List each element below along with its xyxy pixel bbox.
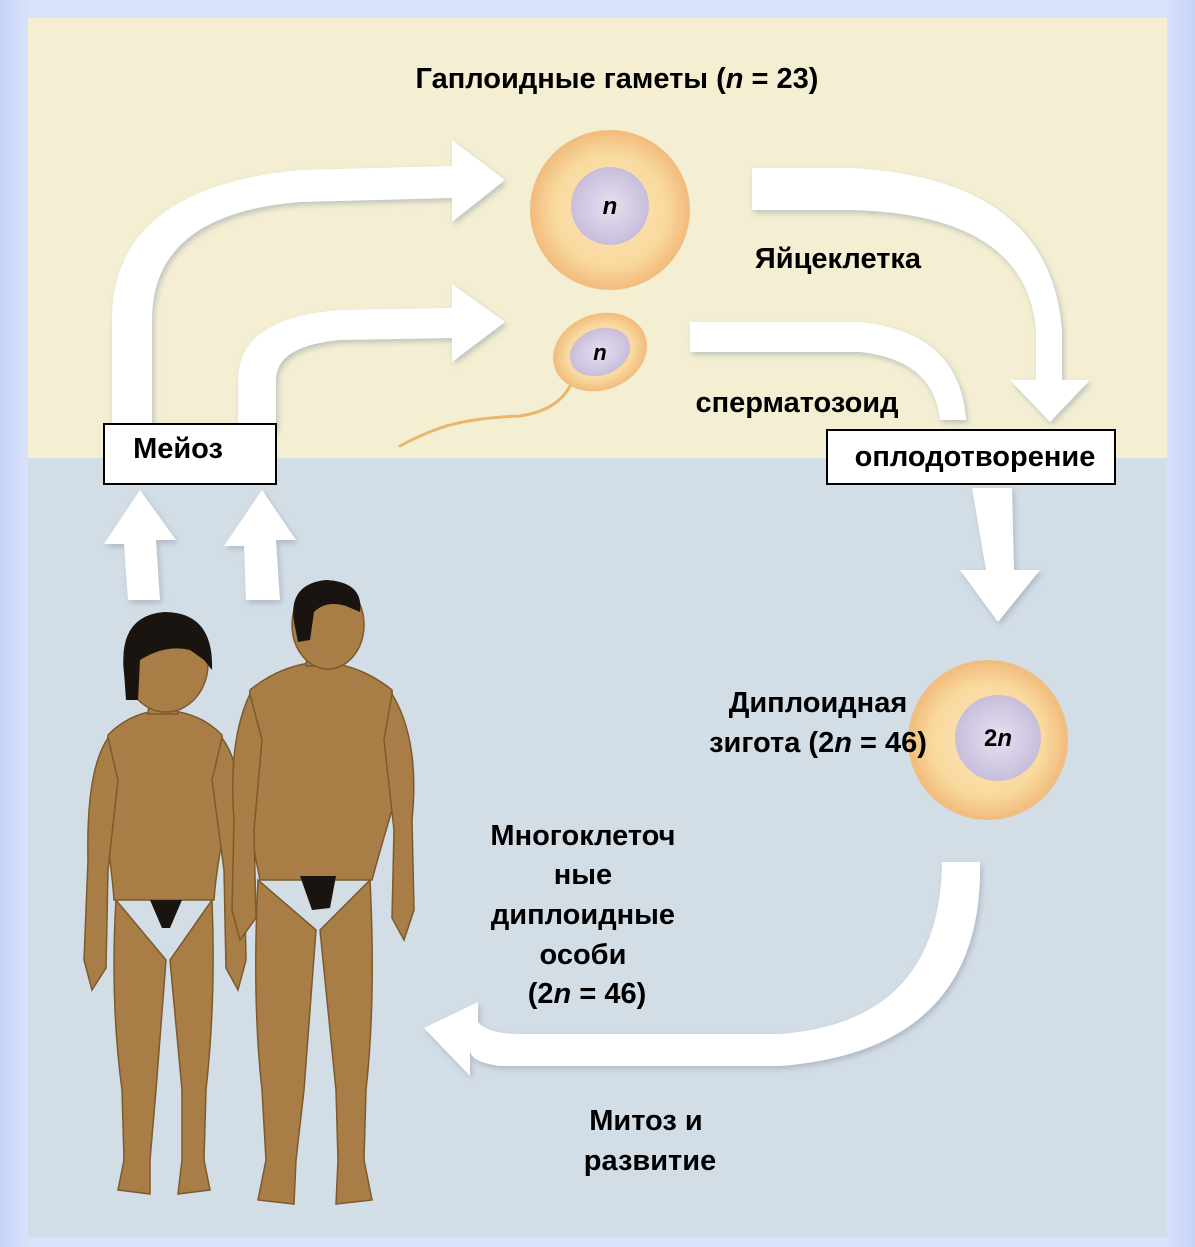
gametes-title: Гаплоидные гаметы (n = 23): [416, 63, 819, 95]
egg-label: Яйцеклетка: [755, 243, 922, 275]
sperm-label: сперматозоид: [695, 387, 898, 419]
meiosis-label: Мейоз: [133, 433, 223, 465]
sperm-nucleus-label: n: [593, 340, 606, 365]
zygote-nucleus-label: 2n: [984, 725, 1012, 752]
fertilization-label: оплодотворение: [855, 441, 1096, 473]
egg-nucleus-label: n: [603, 193, 618, 220]
